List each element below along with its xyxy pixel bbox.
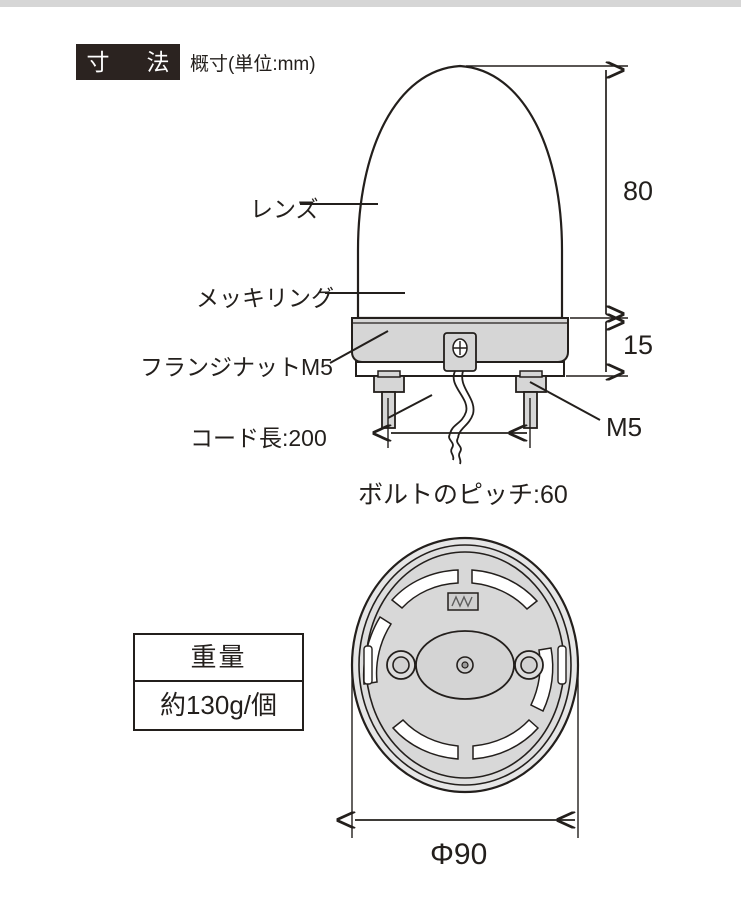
callout-plating-ring: メッキリング	[196, 285, 334, 311]
section-note-units: 概寸(単位:mm)	[190, 54, 316, 75]
section-tag-dimensions: 寸 法	[76, 44, 180, 80]
weight-table: 重量 約130g/個	[133, 633, 304, 731]
bolt-right	[515, 370, 547, 429]
dim-label-diameter: Φ90	[430, 838, 488, 871]
bolt-left	[373, 370, 405, 429]
leader-m5	[529, 381, 601, 421]
brand-logo-mark	[447, 592, 479, 611]
callout-lens: レンズ	[250, 196, 319, 222]
front-view	[300, 66, 628, 465]
weight-table-value: 約130g/個	[159, 690, 278, 720]
callout-flange-nut: フランジナットM5	[140, 354, 333, 380]
dim-label-height-base: 15	[623, 330, 654, 360]
callout-m5: M5	[606, 412, 643, 442]
leader-flange-nut	[329, 330, 389, 364]
callout-bolt-pitch: ボルトのピッチ:60	[358, 481, 568, 509]
callout-cord-length: コード長:200	[190, 425, 327, 451]
dim-label-height-lens: 80	[623, 176, 654, 206]
leader-cord	[387, 394, 433, 419]
bottom-view	[352, 536, 580, 838]
top-strip	[0, 0, 741, 7]
weight-table-header: 重量	[135, 635, 302, 682]
cord	[448, 370, 475, 465]
